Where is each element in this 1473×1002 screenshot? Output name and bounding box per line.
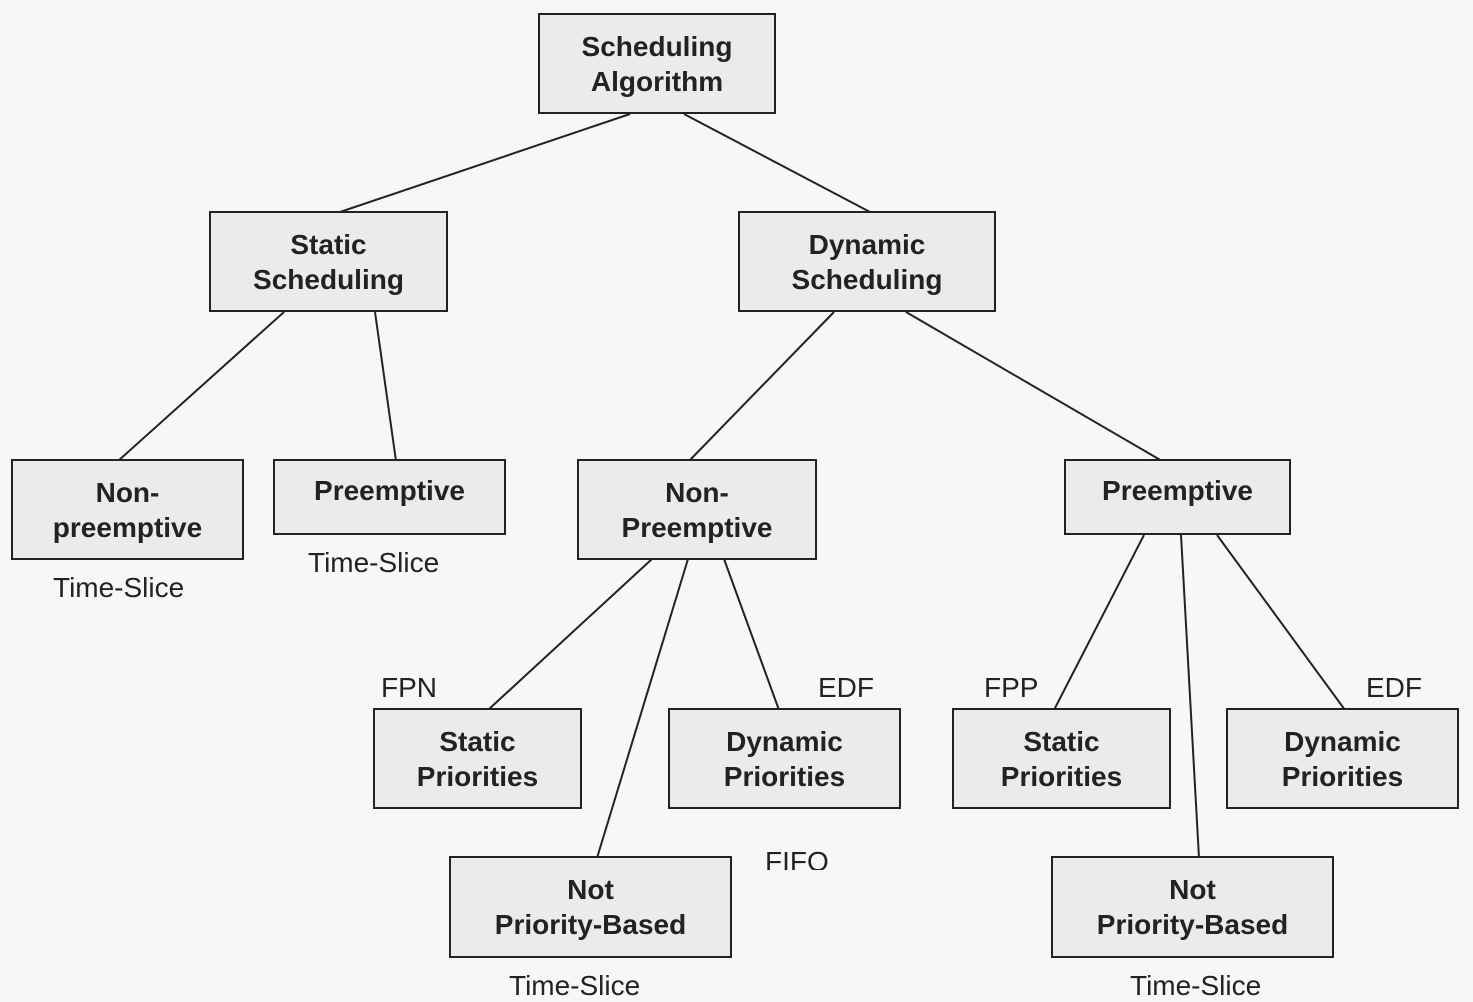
node-p-not-priority-based: Not Priority-Based [1051, 856, 1334, 958]
node-dynamic-nonpreemptive: Non- Preemptive [577, 459, 817, 560]
edge-p-dynamic-priorities [1216, 534, 1346, 711]
node-static-preemptive: Preemptive [273, 459, 506, 535]
node-np-not-priority-based: Not Priority-Based [449, 856, 732, 958]
edge-np-dynamic-priorities [723, 558, 780, 711]
label-edf-nonpreemptive: EDF [818, 672, 874, 703]
edge-dynamic-preemptive [905, 311, 1163, 462]
label-fpn: FPN [381, 672, 437, 703]
node-np-static-priorities: Static Priorities [373, 708, 582, 809]
edge-p-not-priority-based [1180, 534, 1200, 859]
label-timeslice-static-preemptive: Time-Slice [308, 547, 440, 578]
node-dynamic-scheduling: Dynamic Scheduling [738, 211, 996, 312]
edge-static-preemptive [374, 311, 397, 462]
node-static-nonpreemptive: Non- preemptive [11, 459, 244, 560]
label-timeslice-np-not-priority: Time-Slice [509, 970, 641, 1001]
node-p-dynamic-priorities: Dynamic Priorities [1226, 708, 1459, 809]
label-edf-preemptive: EDF [1366, 672, 1422, 703]
node-dynamic-preemptive: Preemptive [1064, 459, 1291, 535]
label-fpp: FPP [984, 672, 1039, 703]
node-scheduling-algorithm: Scheduling Algorithm [538, 13, 776, 114]
node-np-dynamic-priorities: Dynamic Priorities [668, 708, 901, 809]
node-static-scheduling: Static Scheduling [209, 211, 448, 312]
label-fifo: FIFO [765, 846, 829, 870]
edge-np-static-priorities [487, 558, 653, 711]
edge-root-dynamic [683, 113, 871, 213]
label-timeslice-p-not-priority: Time-Slice [1130, 970, 1262, 1001]
edge-p-static-priorities [1053, 534, 1145, 711]
node-p-static-priorities: Static Priorities [952, 708, 1171, 809]
edge-static-nonpreemptive [117, 311, 285, 462]
edge-dynamic-nonpreemptive [688, 311, 835, 462]
edge-np-not-priority-based [596, 558, 689, 859]
edge-root-static [339, 113, 631, 213]
label-timeslice-static-nonpreemptive: Time-Slice [53, 572, 185, 603]
